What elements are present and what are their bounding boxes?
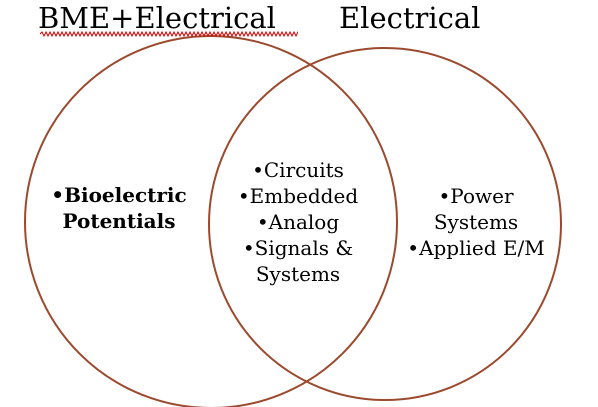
region-item: •Signals & Systems: [242, 236, 354, 286]
region-item: •Embedded: [237, 184, 359, 208]
set-title-bme-electrical: BME+Electrical: [38, 1, 276, 35]
region-item: •Bioelectric Potentials: [51, 183, 187, 233]
set-circle-bme-electrical: [24, 35, 398, 407]
region-bme-only: •Bioelectric Potentials: [44, 182, 194, 234]
region-item: •Applied E/M: [407, 236, 545, 260]
set-title-electrical: Electrical: [339, 1, 481, 35]
region-overlap: •Circuits •Embedded •Analog •Signals & S…: [210, 157, 386, 287]
set-circle-electrical: [208, 47, 562, 401]
region-electrical-only: •Power Systems •Applied E/M: [392, 183, 560, 261]
region-item: •Analog: [256, 210, 340, 234]
region-item: •Power Systems: [433, 184, 519, 234]
spellcheck-underline: [40, 31, 298, 37]
region-item: •Circuits: [252, 158, 344, 182]
